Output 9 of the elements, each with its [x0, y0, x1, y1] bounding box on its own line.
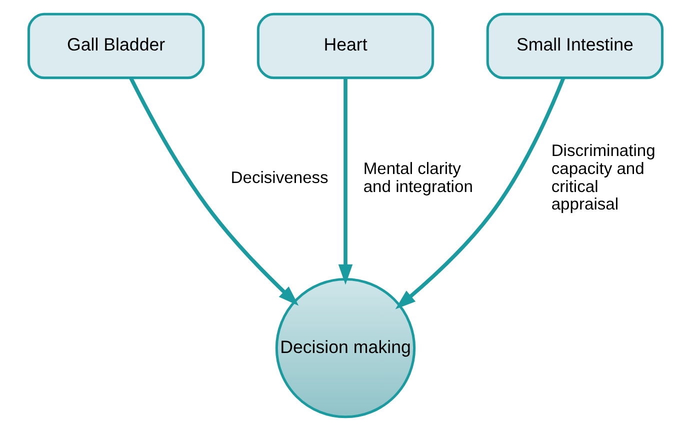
edge-label: Decisiveness: [230, 167, 328, 186]
node-box: Heart: [256, 12, 434, 79]
node-box: Gall Bladder: [26, 12, 204, 79]
edge-label: Mental clarity and integration: [362, 158, 472, 196]
arrow: [128, 76, 298, 306]
arrow: [338, 78, 352, 284]
node-box: Small Intestine: [486, 12, 664, 79]
edge-label: Discriminating capacity and critical appraisal: [550, 140, 655, 214]
arrow: [394, 76, 565, 309]
